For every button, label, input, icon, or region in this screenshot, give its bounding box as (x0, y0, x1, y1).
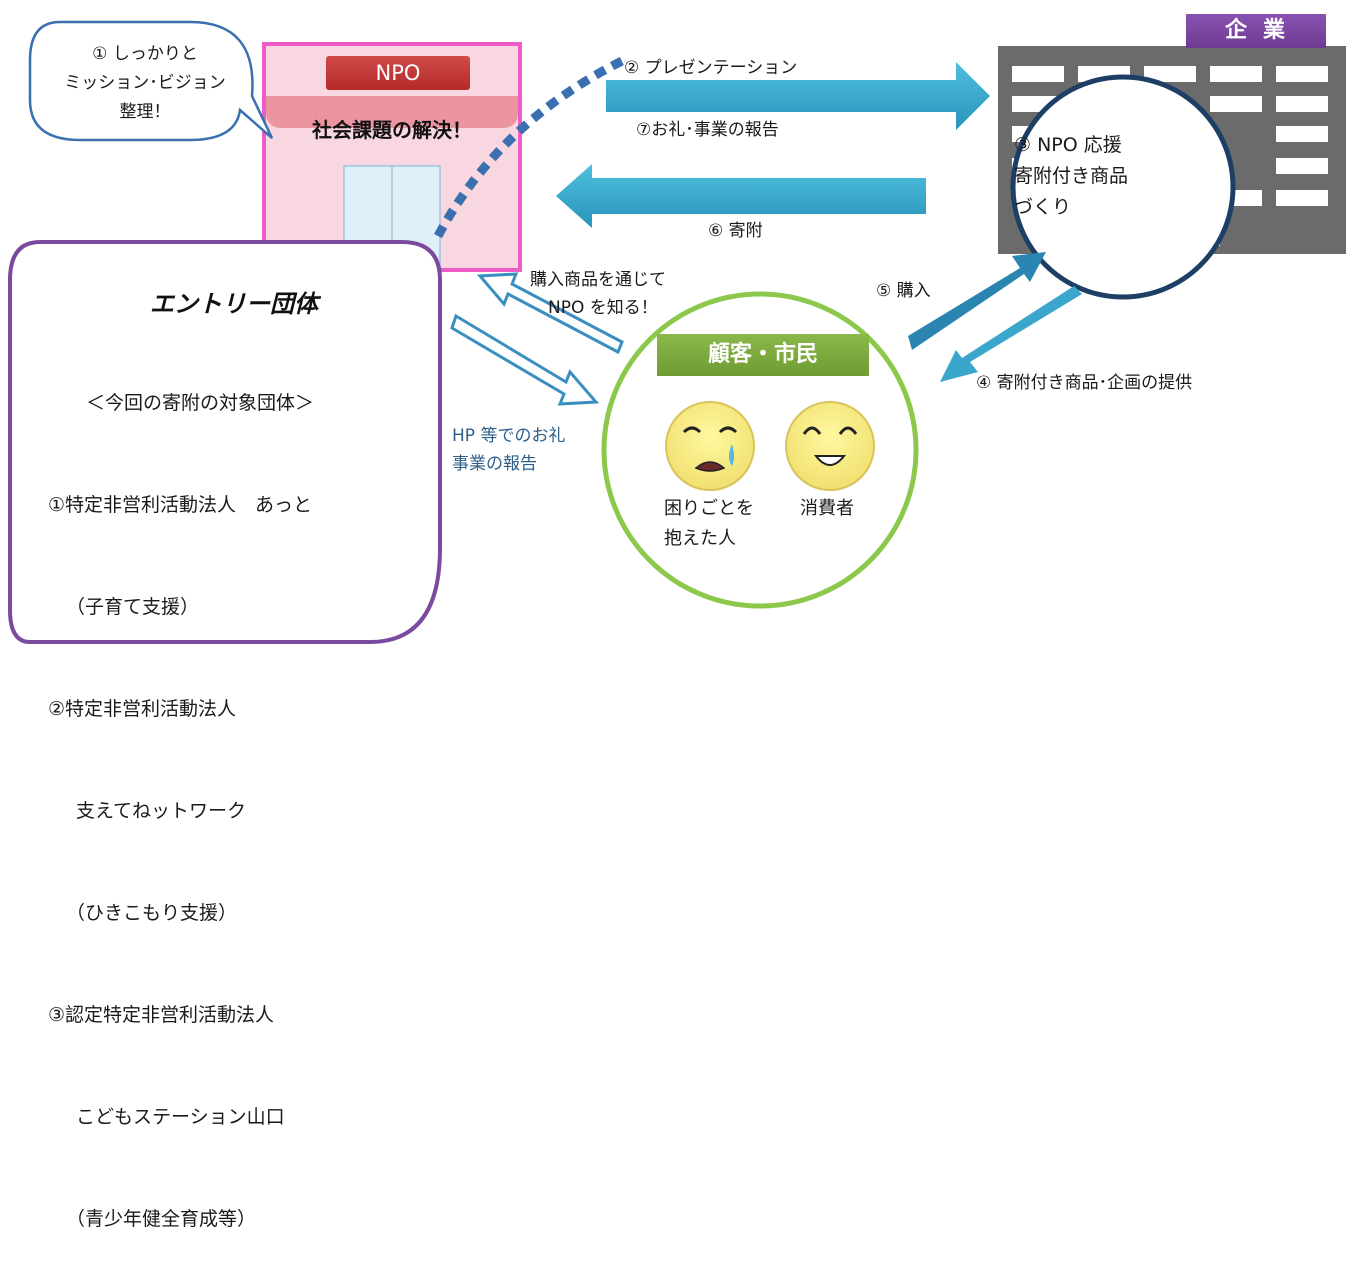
entry-item: こどもステーション山口 (76, 1106, 285, 1128)
company-building (998, 46, 1346, 300)
arrow-purchase (908, 252, 1046, 350)
person-consumer-label: 消費者 (800, 498, 854, 519)
happy-face-icon (785, 401, 875, 491)
arrow-provide (940, 286, 1082, 382)
step-presentation: ② プレゼンテーション (624, 58, 798, 78)
hp-report-line2: 事業の報告 (452, 454, 537, 474)
entry-item: （ひきこもり支援） (66, 902, 238, 924)
bubble-line1: ① しっかりと (92, 44, 198, 64)
bubble-line2: ミッション･ビジョン (64, 73, 226, 93)
person-troubled-line1: 困りごとを (664, 498, 754, 519)
person-troubled-label: 困りごとを 抱えた人 (664, 494, 754, 554)
person-troubled-line2: 抱えた人 (664, 528, 736, 549)
speech-bubble (28, 20, 274, 142)
hp-report-line1: HP 等でのお礼 (452, 426, 566, 446)
bubble-text: ① しっかりと ミッション･ビジョン 整理！ (40, 40, 250, 127)
entry-subtitle: ＜今回の寄附の対象団体＞ (86, 392, 315, 414)
arrow-hp-report (450, 313, 600, 406)
arrow-presentation (606, 62, 990, 130)
entry-item: ③認定特定非営利活動法人 (48, 1004, 275, 1026)
entry-item: ②特定非営利活動法人 (48, 698, 237, 720)
awareness-label: 購入商品を通じて NPO を知る！ (530, 266, 666, 322)
arrow-awareness (476, 272, 624, 355)
step-report: ⑦お礼･事業の報告 (636, 120, 779, 140)
entry-list: ＜今回の寄附の対象団体＞ ①特定非営利活動法人 あっと （子育て支援） ②特定非… (48, 318, 314, 1270)
arrow-donation (556, 164, 926, 228)
entry-item: ①特定非営利活動法人 あっと (48, 494, 313, 516)
diagram-canvas (8, 20, 1346, 644)
company-line1: ③ NPO 応援 (1014, 134, 1122, 156)
npo-mission: 社会課題の解決！ (312, 118, 472, 142)
entry-title: エントリー団体 (150, 290, 318, 318)
npo-label: NPO (326, 56, 470, 90)
step-purchase: ⑤ 購入 (876, 281, 931, 301)
customer-label: 顧客・市民 (657, 334, 869, 376)
entry-item: 支えてねットワーク (76, 800, 247, 822)
hp-report-label: HP 等でのお礼 事業の報告 (452, 422, 565, 478)
awareness-line2: NPO を知る！ (548, 298, 658, 318)
step-provide: ④ 寄附付き商品･企画の提供 (976, 373, 1193, 393)
entry-panel (8, 240, 442, 644)
entry-item: （青少年健全育成等） (66, 1208, 257, 1230)
company-circle-text: ③ NPO 応援 寄附付き商品 づくり (1014, 130, 1214, 223)
entry-item: （子育て支援） (66, 596, 200, 618)
step-donation: ⑥ 寄附 (708, 221, 763, 241)
company-label: 企業 (1186, 14, 1326, 48)
awareness-line1: 購入商品を通じて (530, 270, 666, 290)
bubble-line3: 整理！ (119, 102, 171, 122)
company-line2: 寄附付き商品 (1014, 165, 1129, 187)
company-line3: づくり (1014, 196, 1072, 218)
dotted-curve (434, 53, 630, 239)
sad-face-icon (665, 401, 755, 491)
